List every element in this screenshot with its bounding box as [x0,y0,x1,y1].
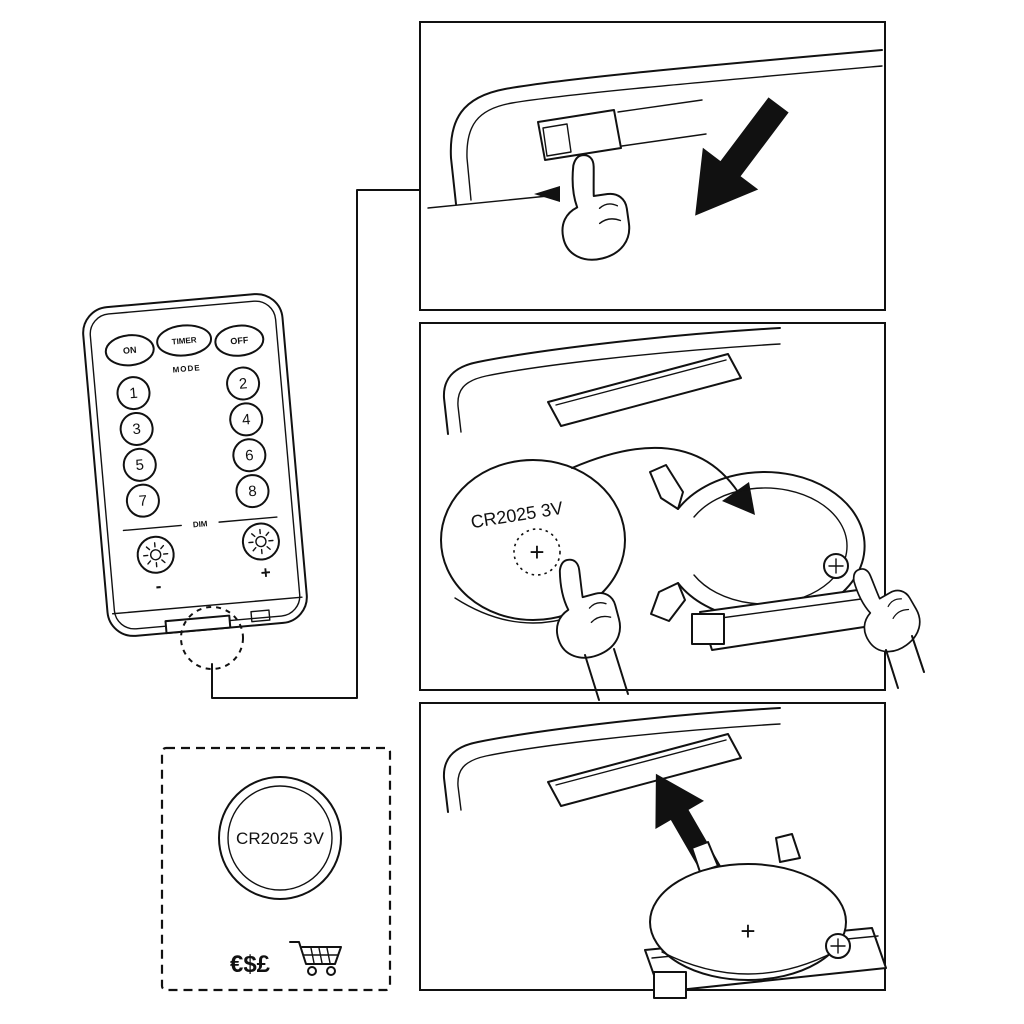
dim-down-button [136,535,175,574]
on-button [104,334,155,367]
button-8-label: 8 [248,483,258,501]
button-1-label: 1 [129,385,139,403]
device-edge-inner [457,343,781,433]
button-5 [122,447,157,482]
coin-battery-outer [218,776,342,900]
panel-1-border [419,21,886,311]
button-7 [125,483,160,518]
holder-base-line [705,596,877,621]
wrist-line-left-2 [613,648,629,695]
panel-step-1 [419,21,886,311]
tray-front-bottom [621,133,707,147]
button-4 [229,402,264,437]
coin-battery-inner [227,785,333,891]
button-6-label: 6 [245,447,255,465]
device-edge-outer [449,49,883,205]
device-edge-inner [457,723,781,811]
push-direction-arrow [534,186,560,202]
button-4-label: 4 [241,411,251,429]
tray-front-top [617,99,703,113]
insert-arrow-curve [571,446,739,493]
wrist-line-left [584,654,600,701]
insert-arrow-head [722,482,755,515]
tray-seam-line [111,596,303,615]
holder-foot [691,613,725,645]
button-2-label: 2 [238,375,248,393]
plus-terminal-icon [825,933,851,959]
battery-type-label: CR2025 3V [236,829,325,848]
battery-rim [661,951,835,975]
dim-divider-right [218,516,278,523]
tray-slot [547,353,742,427]
dim-label: DIM [192,519,208,529]
battery-in-tray [649,863,847,981]
button-5-label: 5 [135,456,145,474]
device-edge-inner [466,65,883,201]
dim-minus-label: - [155,576,162,595]
device-edge-outer [442,707,781,813]
dashed-box-border [160,746,392,992]
off-button [214,324,265,357]
holder-clip-bottom [650,582,686,622]
shopping-cart-icon [289,941,342,976]
timer-button [156,324,213,357]
wrist-line-right-2 [911,635,925,673]
button-3-label: 3 [132,421,142,439]
battery-polarity-label: + [740,916,755,946]
tray-seam [427,195,549,209]
button-6 [232,438,267,473]
panel-step-2: CR2025 3V + [419,322,931,701]
remote-control: ON TIMER OFF MODE 1 2 3 4 5 6 7 8 DIM - … [82,293,308,637]
panel-step-3: + [419,702,887,999]
button-3 [119,411,154,446]
polarity-highlight-circle [513,528,561,576]
wrist-line-right [885,649,899,689]
button-2 [226,366,261,401]
battery-tray-highlight-circle [180,606,244,670]
off-button-label: OFF [230,335,249,347]
mode-label: MODE [172,363,201,374]
timer-button-label: TIMER [171,335,197,346]
connector-line [211,189,421,699]
tray-clip-right [775,833,801,863]
button-8 [235,474,270,509]
dim-up-button [241,522,280,561]
battery-polarity-label: + [529,537,544,567]
tray-slot-inner [555,739,727,786]
battery-purchase-box: CR2025 3V €$£ [160,746,392,992]
tray-slot-inner [555,359,727,406]
holder-ring-inner [693,487,848,605]
tray-tab [537,109,622,161]
plus-terminal-icon [823,553,849,579]
button-1 [116,376,151,411]
device-edge-outer [442,327,781,435]
tray-foot [653,971,687,999]
currency-label: €$£ [230,951,271,978]
button-7-label: 7 [138,492,148,510]
tray-slot [547,733,742,807]
on-button-label: ON [123,345,137,356]
dim-divider-left [122,524,182,532]
tray-latch [250,609,271,623]
holder-clip-top [649,464,684,510]
battery-tray-tab [164,614,232,635]
dim-plus-label: + [260,563,272,583]
tray-tab-lock [542,123,572,157]
